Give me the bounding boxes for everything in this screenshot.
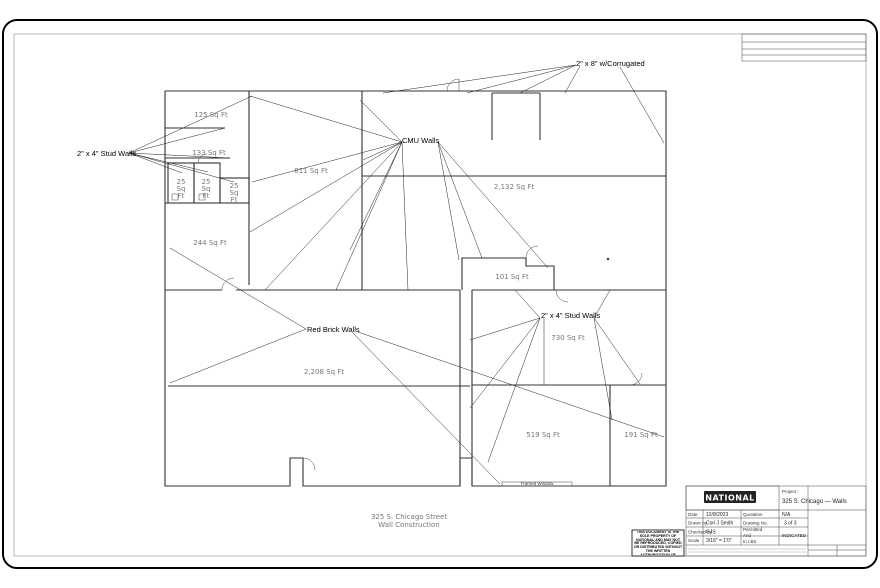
drawn-by-value: Cori J Smith bbox=[706, 521, 733, 527]
project-name: 325 S. Chicago — Walls bbox=[782, 499, 847, 505]
room-area-label: 133 Sq Ft bbox=[192, 149, 226, 157]
permitted-value: INDICATED bbox=[782, 533, 807, 538]
room-area-label: Sq bbox=[230, 189, 239, 197]
checked-by-label: Checked by bbox=[688, 530, 713, 535]
permitted-label: Permitted bbox=[743, 527, 763, 532]
room-area-label: 730 Sq Ft bbox=[551, 334, 585, 342]
room-area-label: 811 Sq Ft bbox=[294, 167, 328, 175]
room-area-label: 101 Sq Ft bbox=[495, 273, 529, 281]
window-label: Framed Window bbox=[521, 481, 555, 486]
callout-stud-walls-right: 2" x 4" Stud Walls bbox=[541, 311, 600, 320]
notice-text: THIS DOCUMENT IS THE SOLE PROPERTY OF NA… bbox=[633, 531, 683, 555]
checked-by-value: GJS bbox=[706, 530, 716, 536]
callout-cmu-walls: CMU Walls bbox=[402, 136, 439, 145]
sheet-border bbox=[2, 19, 878, 569]
room-area-label: 191 Sq Ft bbox=[624, 431, 658, 439]
quotation-value: N/A bbox=[782, 512, 791, 518]
permitted-sub2: In LBS bbox=[743, 539, 757, 544]
scale-value: 3/16" = 1'0" bbox=[706, 538, 732, 544]
room-area-label: Ft bbox=[203, 192, 210, 200]
room-area-label: 2,132 Sq Ft bbox=[494, 183, 534, 191]
room-area-label: 519 Sq Ft bbox=[526, 431, 560, 439]
drawing-no-label: Drawing No. bbox=[743, 521, 768, 526]
inner-frame bbox=[13, 33, 867, 557]
leader-lines bbox=[128, 64, 665, 485]
date-label: Date bbox=[688, 512, 698, 517]
date-value: 12/8/2023 bbox=[706, 512, 728, 518]
title-block: NATIONAL Project : 325 S. Chicago — Wall… bbox=[685, 485, 867, 557]
permitted-sub1: And bbox=[743, 533, 752, 538]
room-area-label: Ft bbox=[231, 196, 238, 204]
company-logo: NATIONAL bbox=[705, 494, 754, 503]
revision-block bbox=[741, 33, 867, 62]
room-area-label: 25 bbox=[230, 182, 239, 190]
drawing-title-line2: Wall Construction bbox=[378, 521, 439, 529]
copyright-notice: THIS DOCUMENT IS THE SOLE PROPERTY OF NA… bbox=[631, 529, 685, 557]
quotation-label: Quotation bbox=[743, 512, 763, 517]
room-area-label: Sq bbox=[202, 185, 211, 193]
room-area-label: 2,208 Sq Ft bbox=[304, 368, 344, 376]
project-label: Project : bbox=[782, 489, 799, 494]
building-walls bbox=[164, 78, 667, 487]
scale-label: Scale bbox=[688, 538, 700, 543]
drawing-no-value: 3 of 3 bbox=[784, 521, 797, 527]
room-area-label: 25 bbox=[177, 178, 186, 186]
callout-red-brick-walls: Red Brick Walls bbox=[307, 325, 360, 334]
room-area-label: 25 bbox=[202, 178, 211, 186]
drawn-by-label: Drawn by bbox=[688, 521, 708, 526]
room-area-label: Sq bbox=[177, 185, 186, 193]
callout-corrugated: 2" x 8" w/Corrugated bbox=[576, 59, 645, 68]
room-area-label: Ft bbox=[178, 192, 185, 200]
callout-stud-walls-left: 2" x 4" Stud Walls bbox=[77, 149, 136, 158]
room-area-label: 244 Sq Ft bbox=[193, 239, 227, 247]
drawing-title-line1: 325 S. Chicago Street bbox=[371, 513, 447, 521]
